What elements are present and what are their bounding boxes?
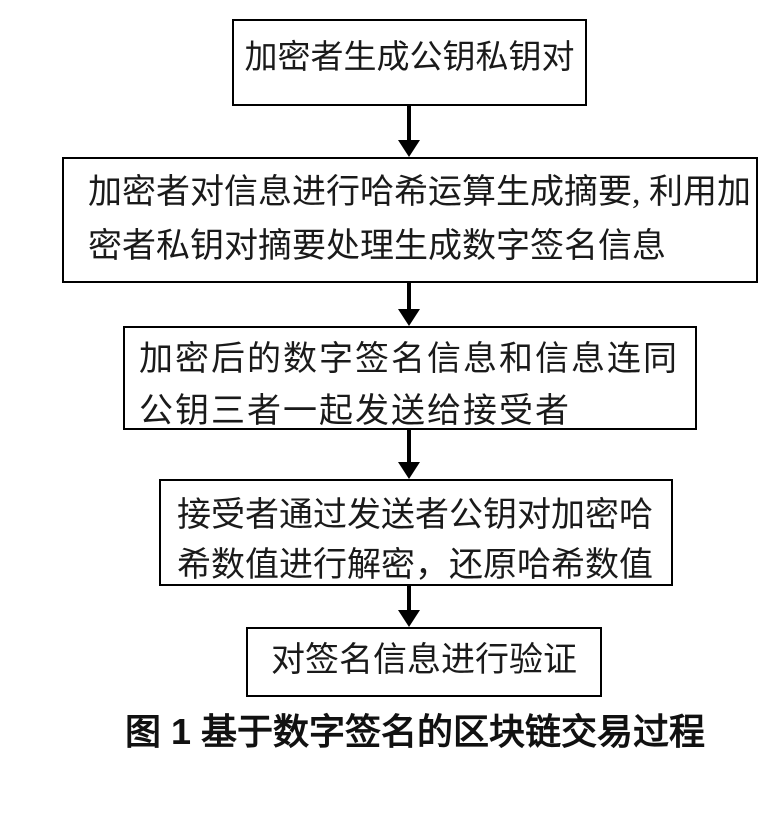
arrow-down-icon xyxy=(397,283,421,326)
flow-step-text: 公钥三者一起发送给接受者 xyxy=(139,393,571,430)
flow-step-text: 密者私钥对摘要处理生成数字签名信息 xyxy=(88,228,666,265)
flow-step-text: 加密者对信息进行哈希运算生成摘要, 利用加 xyxy=(88,174,751,211)
arrow-head xyxy=(398,140,420,157)
arrow-down-icon xyxy=(397,106,421,157)
arrow-head xyxy=(398,462,420,479)
flow-step-text: 加密后的数字签名信息和信息连同 xyxy=(139,341,679,378)
arrow-head xyxy=(398,610,420,627)
flow-step-verify-signature: 对签名信息进行验证 xyxy=(246,627,602,697)
arrow-head xyxy=(398,309,420,326)
flow-step-text: 接受者通过发送者公钥对加密哈 xyxy=(177,497,653,534)
arrow-down-icon xyxy=(397,430,421,479)
arrow-down-icon xyxy=(397,586,421,627)
arrow-shaft xyxy=(407,283,411,311)
arrow-shaft xyxy=(407,430,411,464)
flow-step-text: 加密者生成公钥私钥对 xyxy=(244,40,575,76)
arrow-shaft xyxy=(407,586,411,612)
arrow-shaft xyxy=(407,106,411,142)
figure-caption: 图 1 基于数字签名的区块链交易过程 xyxy=(124,711,706,752)
flow-step-text: 希数值进行解密，还原哈希数值 xyxy=(177,547,653,584)
flow-step-generate-keypair: 加密者生成公钥私钥对 xyxy=(232,19,587,106)
flow-step-decrypt-hash: 接受者通过发送者公钥对加密哈 希数值进行解密，还原哈希数值 xyxy=(159,479,673,586)
flow-step-send-to-receiver: 加密后的数字签名信息和信息连同 公钥三者一起发送给接受者 xyxy=(123,326,697,430)
flow-step-text: 对签名信息进行验证 xyxy=(271,642,577,679)
flow-step-hash-and-sign: 加密者对信息进行哈希运算生成摘要, 利用加 密者私钥对摘要处理生成数字签名信息 xyxy=(62,157,758,283)
